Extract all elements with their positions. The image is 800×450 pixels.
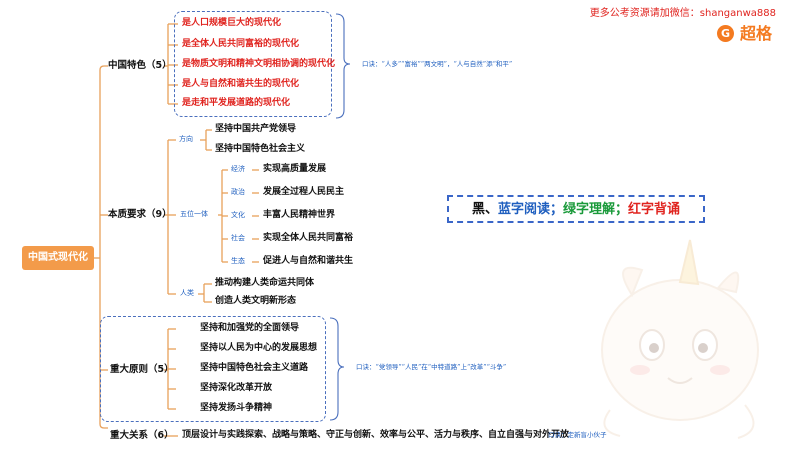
color-legend: 黑、 蓝字阅读； 绿字理解； 红字背诵	[447, 195, 705, 223]
five-tag: 社会	[231, 234, 245, 242]
features-dashed-box	[174, 11, 332, 117]
five-tag: 政治	[231, 188, 245, 196]
mankind-item: 创造人类文明新形态	[215, 296, 297, 306]
principle-item: 坚持发扬斗争精神	[200, 403, 273, 413]
unicorn-mascot-icon	[601, 239, 759, 439]
watermark-text: 更多公考资源请加微信：shanganwa888	[589, 8, 776, 19]
logo-text: 超格	[739, 23, 772, 43]
category-requirements: 本质要求（9）	[108, 209, 172, 220]
principle-item: 坚持以人民为中心的发展思想	[200, 343, 318, 353]
mankind-label: 人类	[180, 289, 194, 297]
root-node: 中国式现代化	[22, 246, 94, 270]
category-features: 中国特色（5）	[108, 60, 172, 71]
direction-item: 坚持中国特色社会主义	[215, 144, 306, 154]
five-item: 发展全过程人民民主	[263, 187, 345, 197]
features-mnemonic: 口诀：“人多”“富裕”“两文明”，“人与自然”添“和平”	[362, 60, 513, 68]
five-tag: 经济	[231, 165, 245, 173]
five-item: 促进人与自然和谐共生	[263, 256, 354, 266]
principle-item: 坚持和加强党的全面领导	[200, 323, 300, 333]
mankind-item: 推动构建人类命运共同体	[215, 278, 315, 288]
five-tag: 生态	[231, 257, 245, 265]
principles-dashed-box	[100, 316, 326, 422]
feature-item: 是人口规模巨大的现代化	[182, 18, 282, 28]
direction-label: 方向	[179, 135, 193, 143]
logo-g-icon: G	[716, 25, 734, 42]
legend-blue: 蓝字阅读；	[497, 201, 563, 217]
direction-item: 坚持中国共产党领导	[215, 124, 297, 134]
legend-green: 绿字理解；	[563, 201, 629, 217]
category-relations: 重大关系（6）	[110, 430, 174, 441]
five-item: 丰富人民精神世界	[263, 210, 336, 220]
category-principles: 重大原则（5）	[110, 364, 174, 375]
feature-item: 是全体人民共同富裕的现代化	[182, 39, 300, 49]
five-in-one-label: 五位一体	[180, 210, 208, 218]
principles-mnemonic: 口诀：“党领导”“人民”在“中特道路”上“改革”“斗争”	[356, 363, 507, 371]
relations-mnemonic: 口诀：定新盲小伙子	[548, 431, 607, 439]
relations-text: 顶层设计与实践探索、战略与策略、守正与创新、效率与公平、活力与秩序、自立自强与对…	[182, 430, 570, 440]
five-item: 实现高质量发展	[263, 164, 327, 174]
feature-item: 是走和平发展道路的现代化	[182, 98, 291, 108]
brand-logo: G 超格	[716, 23, 772, 43]
legend-red: 红字背诵	[628, 201, 681, 217]
principle-item: 坚持中国特色社会主义道路	[200, 363, 309, 373]
legend-black: 黑、	[471, 201, 498, 217]
feature-item: 是物质文明和精神文明相协调的现代化	[182, 59, 336, 69]
principle-item: 坚持深化改革开放	[200, 383, 273, 393]
five-item: 实现全体人民共同富裕	[263, 233, 354, 243]
five-tag: 文化	[231, 211, 245, 219]
feature-item: 是人与自然和谐共生的现代化	[182, 79, 300, 89]
